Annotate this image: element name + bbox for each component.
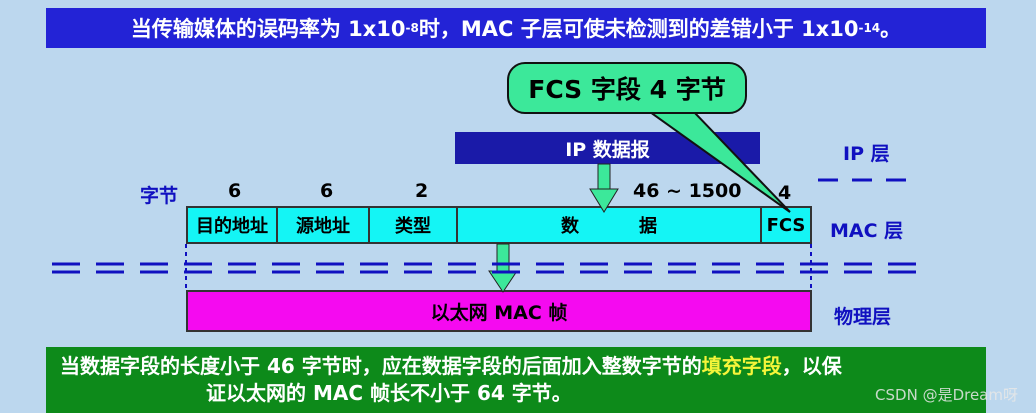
ethernet-mac-frame-bar: 以太网 MAC 帧 xyxy=(186,290,812,332)
physical-layer-label: 物理层 xyxy=(834,306,892,328)
bytes-heading: 字节 xyxy=(140,185,179,207)
bytes-data: 46 ~ 1500 xyxy=(633,180,742,202)
frame-field-src: 源地址 xyxy=(278,208,370,242)
frame-field-dest: 目的地址 xyxy=(188,208,278,242)
frame-field-data-char-b: 据 xyxy=(639,216,657,237)
bottom-banner-line2: 证以太网的 MAC 帧长不小于 64 字节。 xyxy=(206,381,572,405)
top-banner-text-b: 时，MAC 子层可使未检测到的差错小于 1x10 xyxy=(418,17,859,41)
fcs-callout: FCS 字段 4 字节 xyxy=(507,62,747,114)
bytes-type: 2 xyxy=(415,180,429,202)
top-banner: 当传输媒体的误码率为 1x10-8 时，MAC 子层可使未检测到的差错小于 1x… xyxy=(46,8,986,48)
frame-field-type: 类型 xyxy=(370,208,458,242)
callout-pointer xyxy=(646,111,791,213)
mac-frame: 目的地址 源地址 类型 数 据 FCS xyxy=(186,206,812,244)
mac-to-physical-arrow xyxy=(488,243,518,293)
top-banner-exponent-a: -8 xyxy=(405,21,419,35)
mac-layer-label: MAC 层 xyxy=(830,220,904,242)
bottom-banner-line1: 当数据字段的长度小于 46 字节时，应在数据字段的后面加入整数字节的填充字段，以… xyxy=(60,353,986,380)
padding-field-highlight: 填充字段 xyxy=(701,354,782,378)
bottom-banner-text-a: 当数据字段的长度小于 46 字节时，应在数据字段的后面加入整数字节的 xyxy=(60,354,702,378)
top-banner-text-a: 当传输媒体的误码率为 1x10 xyxy=(130,17,406,41)
bytes-dest: 6 xyxy=(228,180,242,202)
mac-phys-separator xyxy=(52,262,922,274)
bytes-fcs: 4 xyxy=(778,182,792,204)
bottom-banner: 当数据字段的长度小于 46 字节时，应在数据字段的后面加入整数字节的填充字段，以… xyxy=(46,347,986,413)
frame-field-data-char-a: 数 xyxy=(561,216,579,237)
top-banner-exponent-b: -14 xyxy=(858,21,881,35)
frame-field-data: 数 据 xyxy=(458,208,762,242)
ip-to-data-arrow xyxy=(589,163,619,213)
frame-field-type-label: 类型 xyxy=(395,216,431,237)
ip-layer-label: IP 层 xyxy=(843,143,890,165)
watermark: CSDN @是Dream呀 xyxy=(875,386,1018,404)
bottom-banner-text-b: ，以保 xyxy=(781,354,842,378)
frame-field-fcs: FCS xyxy=(766,214,806,236)
top-banner-text-c: 。 xyxy=(880,17,902,41)
bytes-src: 6 xyxy=(320,180,334,202)
